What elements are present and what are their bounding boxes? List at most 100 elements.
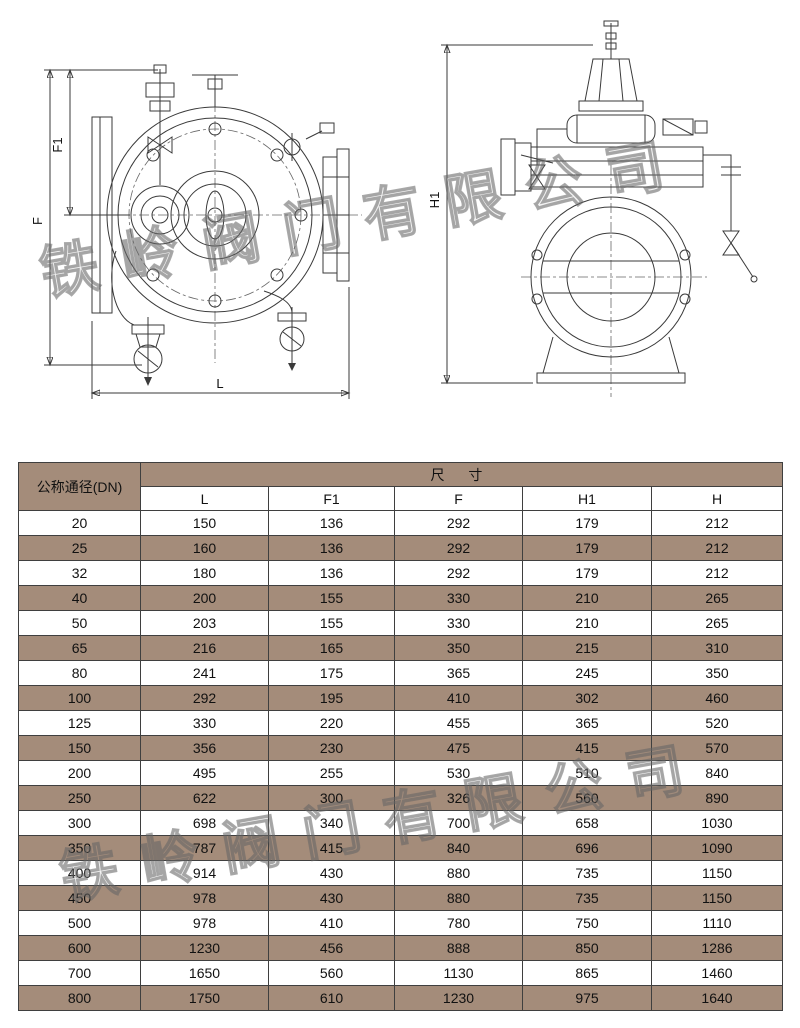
value-cell: 241 [140, 660, 269, 686]
value-cell: 136 [268, 510, 395, 536]
value-cell: 410 [394, 685, 523, 711]
value-cell: 292 [394, 535, 523, 561]
front-view-drawing: F F1 L [30, 64, 362, 399]
value-cell: 165 [268, 635, 395, 661]
value-cell: 850 [522, 935, 652, 961]
dn-cell: 32 [18, 560, 141, 586]
value-cell: 160 [140, 535, 269, 561]
dn-cell: 450 [18, 885, 141, 911]
value-cell: 510 [522, 760, 652, 786]
value-cell: 880 [394, 885, 523, 911]
value-cell: 1090 [651, 835, 783, 861]
value-cell: 212 [651, 535, 783, 561]
value-cell: 780 [394, 910, 523, 936]
dn-cell: 600 [18, 935, 141, 961]
value-cell: 1640 [651, 985, 783, 1011]
value-cell: 1286 [651, 935, 783, 961]
dn-cell: 150 [18, 735, 141, 761]
dn-cell: 200 [18, 760, 141, 786]
value-cell: 302 [522, 685, 652, 711]
value-cell: 750 [522, 910, 652, 936]
front-view-geometry [44, 64, 362, 399]
value-cell: 1030 [651, 810, 783, 836]
value-cell: 696 [522, 835, 652, 861]
column-header-H1: H1 [522, 486, 652, 511]
value-cell: 203 [140, 610, 269, 636]
value-cell: 700 [394, 810, 523, 836]
dn-cell: 65 [18, 635, 141, 661]
value-cell: 220 [268, 710, 395, 736]
dim-label-H1: H1 [427, 192, 442, 209]
dim-label-L: L [216, 376, 223, 391]
value-cell: 610 [268, 985, 395, 1011]
value-cell: 155 [268, 610, 395, 636]
value-cell: 1650 [140, 960, 269, 986]
column-header-F: F [394, 486, 523, 511]
dn-cell: 40 [18, 585, 141, 611]
value-cell: 520 [651, 710, 783, 736]
dn-cell: 20 [18, 510, 141, 536]
value-cell: 350 [394, 635, 523, 661]
value-cell: 1150 [651, 885, 783, 911]
value-cell: 155 [268, 585, 395, 611]
value-cell: 179 [522, 560, 652, 586]
value-cell: 265 [651, 610, 783, 636]
value-cell: 1130 [394, 960, 523, 986]
value-cell: 495 [140, 760, 269, 786]
column-header-F1: F1 [268, 486, 395, 511]
value-cell: 1460 [651, 960, 783, 986]
size-header: 尺 寸 [140, 462, 783, 487]
value-cell: 475 [394, 735, 523, 761]
value-cell: 914 [140, 860, 269, 886]
value-cell: 179 [522, 510, 652, 536]
value-cell: 698 [140, 810, 269, 836]
value-cell: 622 [140, 785, 269, 811]
value-cell: 255 [268, 760, 395, 786]
value-cell: 330 [394, 610, 523, 636]
value-cell: 245 [522, 660, 652, 686]
value-cell: 330 [140, 710, 269, 736]
dim-label-F1: F1 [50, 137, 65, 152]
column-header-L: L [140, 486, 269, 511]
value-cell: 265 [651, 585, 783, 611]
value-cell: 410 [268, 910, 395, 936]
column-header-H: H [651, 486, 783, 511]
value-cell: 1230 [140, 935, 269, 961]
value-cell: 350 [651, 660, 783, 686]
value-cell: 1150 [651, 860, 783, 886]
dn-cell: 125 [18, 710, 141, 736]
drawings-section: F F1 L [0, 0, 800, 458]
value-cell: 735 [522, 860, 652, 886]
value-cell: 890 [651, 785, 783, 811]
value-cell: 216 [140, 635, 269, 661]
value-cell: 330 [394, 585, 523, 611]
value-cell: 200 [140, 585, 269, 611]
dn-cell: 500 [18, 910, 141, 936]
value-cell: 179 [522, 535, 652, 561]
value-cell: 310 [651, 635, 783, 661]
dn-cell: 400 [18, 860, 141, 886]
value-cell: 230 [268, 735, 395, 761]
value-cell: 1230 [394, 985, 523, 1011]
value-cell: 978 [140, 910, 269, 936]
dn-cell: 250 [18, 785, 141, 811]
value-cell: 735 [522, 885, 652, 911]
value-cell: 365 [522, 710, 652, 736]
value-cell: 570 [651, 735, 783, 761]
value-cell: 292 [140, 685, 269, 711]
dim-label-F: F [30, 217, 45, 225]
